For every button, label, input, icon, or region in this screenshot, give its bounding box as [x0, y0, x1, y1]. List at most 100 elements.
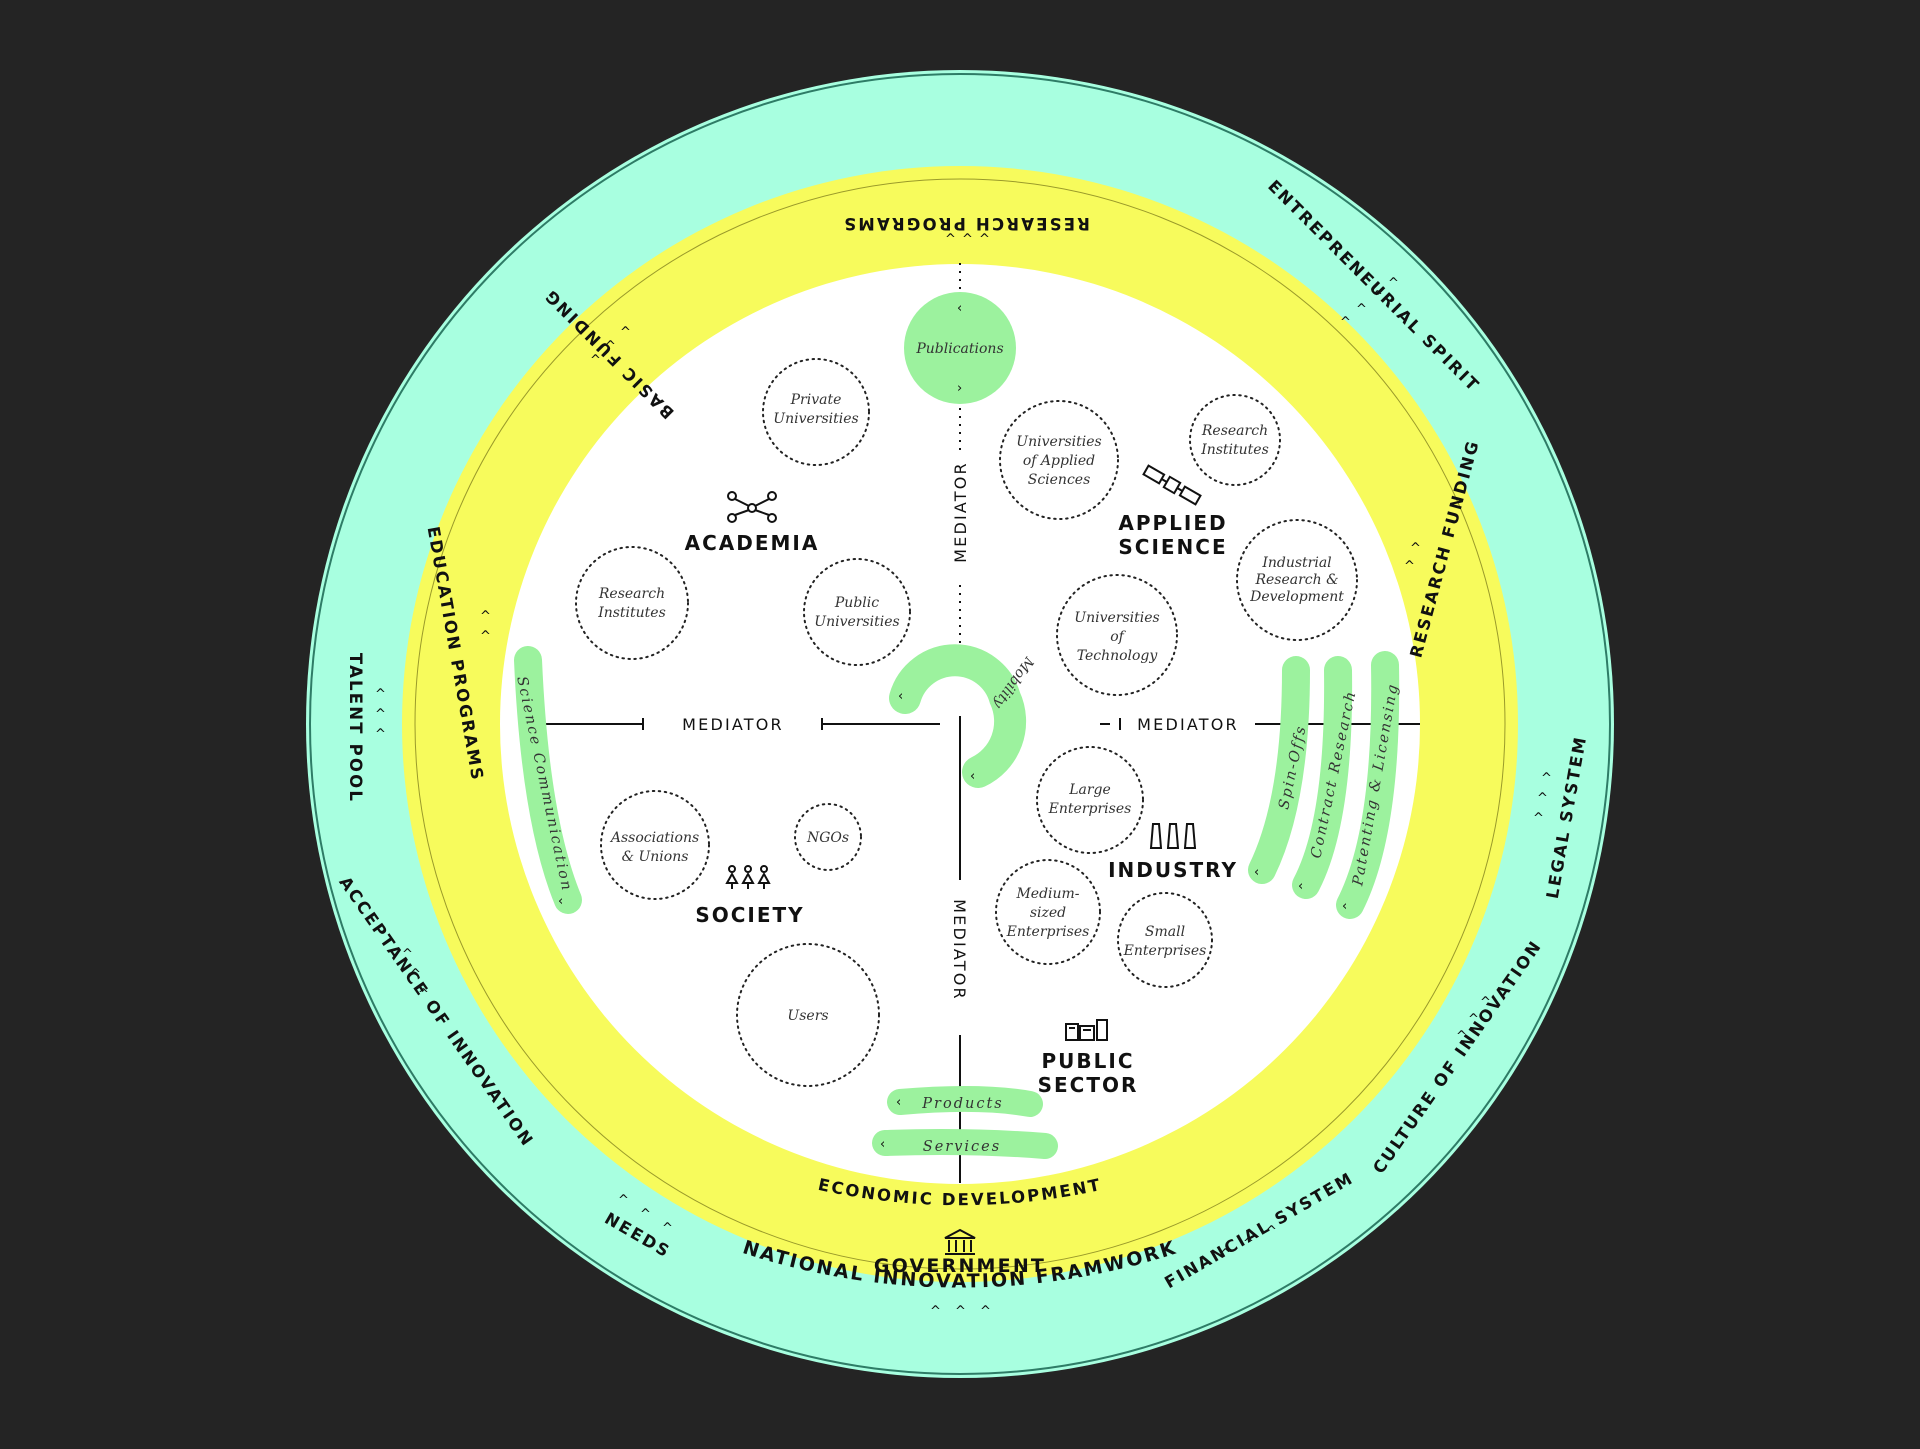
actor-label: Medium- [1015, 886, 1079, 902]
services-label: Services [923, 1139, 1001, 1155]
actor-label: Enterprises [1048, 801, 1132, 817]
svg-text:‹: ‹ [1298, 879, 1303, 894]
svg-text:^: ^ [410, 967, 421, 982]
svg-text:^: ^ [375, 687, 386, 702]
mediator-label-left: MEDIATOR [682, 715, 784, 734]
network-icon [727, 491, 777, 523]
buildings-icon [1065, 1019, 1108, 1041]
svg-text:^: ^ [980, 1304, 991, 1319]
sector-applied-science-line2: SCIENCE [1118, 535, 1227, 559]
svg-text:^: ^ [640, 1207, 651, 1222]
government-label: GOVERNMENT [874, 1255, 1046, 1277]
actor-label: Small [1145, 924, 1185, 940]
actor-label: Development [1249, 589, 1344, 605]
products-band [887, 1085, 1043, 1117]
mediator-label-bottom: MEDIATOR [950, 899, 969, 1001]
actor-universities-technology [1056, 574, 1178, 696]
actor-label: Private [790, 392, 842, 408]
svg-text:^: ^ [402, 947, 413, 962]
svg-text:^: ^ [945, 232, 956, 247]
publications-bubble [904, 292, 1016, 404]
actor-label: Sciences [1028, 472, 1091, 488]
svg-text:^: ^ [1372, 289, 1383, 304]
government-icon [944, 1228, 976, 1255]
svg-text:‹: ‹ [970, 769, 975, 784]
svg-text:‹: ‹ [898, 689, 903, 704]
actor-private-universities [762, 358, 870, 466]
actor-small-enterprises [1117, 892, 1213, 988]
svg-text:^: ^ [1468, 1012, 1479, 1027]
svg-text:^: ^ [1480, 995, 1491, 1010]
svg-text:^: ^ [375, 707, 386, 722]
factory-icon [1149, 823, 1197, 849]
svg-text:^: ^ [1456, 1029, 1467, 1044]
actor-research-institutes-applied [1189, 394, 1281, 486]
svg-text:^: ^ [1340, 315, 1351, 330]
actor-label: of [1110, 629, 1126, 645]
actor-label: Enterprises [1123, 943, 1207, 959]
patenting-licensing-band [1336, 651, 1400, 919]
actor-label: Enterprises [1006, 924, 1090, 940]
actor-label: NGOs [806, 830, 849, 846]
mediator-label-right: MEDIATOR [1137, 715, 1239, 734]
mediator-label-top: MEDIATOR [951, 461, 970, 563]
actor-research-institutes-academia [575, 546, 689, 660]
svg-text:^: ^ [1220, 1247, 1231, 1262]
svg-text:^: ^ [1388, 276, 1399, 291]
svg-text:^: ^ [662, 1221, 673, 1236]
svg-text:^: ^ [962, 232, 973, 247]
svg-text:‹: ‹ [880, 1137, 885, 1152]
svg-text:^: ^ [1533, 811, 1544, 826]
actor-label: Institutes [1200, 442, 1269, 458]
sector-public-sector-line2: SECTOR [1038, 1073, 1139, 1097]
actor-universities-applied-sciences [999, 400, 1119, 520]
svg-text:^: ^ [375, 727, 386, 742]
satellite-icon [1142, 464, 1202, 506]
band-chevrons: ‹‹ ‹ ‹‹‹ ‹‹ [558, 689, 1347, 1152]
svg-text:^: ^ [480, 609, 491, 624]
outer-ring-border [309, 73, 1611, 1375]
actor-label: Universities [1074, 610, 1159, 626]
actor-label: Universities [814, 614, 899, 630]
actor-label: Industrial [1261, 555, 1331, 571]
ring-item-talent-pool: TALENT POOL [346, 653, 365, 803]
sector-applied-science-line1: APPLIED [1118, 511, 1227, 535]
svg-text:‹: ‹ [1342, 899, 1347, 914]
sector-academia: ACADEMIA [685, 531, 820, 555]
sector-public-sector-line1: PUBLIC [1041, 1049, 1134, 1073]
science-communication-band [514, 646, 582, 914]
actor-ngos [794, 803, 862, 871]
ring-item-research-programs: RESEARCH PROGRAMS [842, 214, 1090, 233]
actor-label: Associations [609, 830, 699, 846]
products-label: Products [921, 1096, 1003, 1112]
mobility-arc [889, 644, 1027, 788]
actor-label: Technology [1077, 648, 1159, 664]
svg-text:^: ^ [620, 325, 631, 340]
services-band [872, 1129, 1058, 1159]
actor-public-universities [803, 558, 911, 666]
svg-text:‹: ‹ [558, 894, 563, 909]
actor-label: Large [1068, 782, 1111, 798]
actor-label: Research & [1254, 572, 1338, 588]
yellow-ring-border [414, 178, 1506, 1270]
actor-users [736, 943, 880, 1087]
spin-offs-band [1248, 656, 1310, 884]
actor-large-enterprises [1036, 746, 1144, 854]
svg-text:^: ^ [480, 629, 491, 644]
svg-text:^: ^ [979, 232, 990, 247]
publications-label: Publications [915, 341, 1003, 357]
svg-text:^: ^ [605, 339, 616, 354]
svg-text:^: ^ [418, 987, 429, 1002]
actor-label: Universities [1016, 434, 1101, 450]
actor-label: Research [1201, 423, 1268, 439]
svg-text:^: ^ [590, 353, 601, 368]
actor-label: of Applied [1023, 453, 1095, 469]
ring-chevrons: ^^^ ^^^ ^^^ ^^^ ^^^^ ^^^ ^^^ ^^^ ^^ ^^ ^… [375, 232, 1552, 1319]
actor-label: Institutes [597, 605, 666, 621]
svg-text:^: ^ [618, 1193, 629, 1208]
actor-label: Universities [773, 411, 858, 427]
actor-label: sized [1030, 905, 1066, 921]
contract-research-band [1292, 656, 1353, 899]
actor-label: Public [834, 595, 879, 611]
